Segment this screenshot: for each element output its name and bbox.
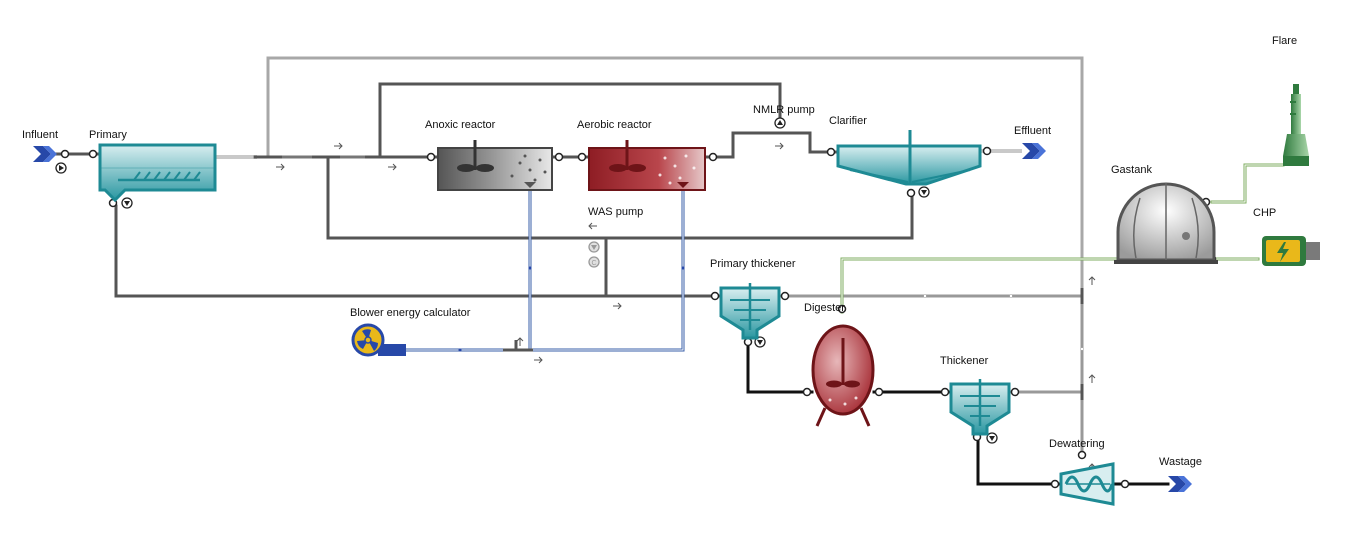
gas-line-digester[interactable] xyxy=(840,257,1122,314)
gas-line-digester-inner xyxy=(841,258,1121,313)
chp-generator-icon[interactable] xyxy=(1262,236,1320,266)
air-line-markers xyxy=(458,266,685,352)
air-line-aerobic-inner xyxy=(394,187,684,351)
pipe-thickener-dewatering[interactable] xyxy=(976,438,1062,486)
clarifier-label: Clarifier xyxy=(829,115,867,127)
pump-icon-group[interactable]: C xyxy=(55,117,998,444)
dewatering-label: Dewatering xyxy=(1049,438,1105,450)
blower-energy-calculator-label: Blower energy calculator xyxy=(350,307,471,319)
tee-junctions xyxy=(254,155,1084,400)
nmlr-pump-label: NMLR pump xyxy=(753,104,815,116)
anoxic-reactor-label: Anoxic reactor xyxy=(425,119,496,131)
pipe-supernatant-recycle[interactable] xyxy=(266,56,1084,298)
thickener-unit[interactable] xyxy=(949,379,1011,436)
thickener-label: Thickener xyxy=(940,355,989,367)
influent-label: Influent xyxy=(22,129,59,141)
pipe-nmlr-recycle[interactable] xyxy=(378,82,782,159)
gas-line-flare-inner xyxy=(1211,164,1284,203)
digester-unit[interactable] xyxy=(811,324,875,427)
primary-thickener-unit[interactable] xyxy=(719,283,781,340)
blower-icon[interactable] xyxy=(351,323,406,357)
effluent-label: Effluent xyxy=(1014,125,1052,137)
was-pump-label: WAS pump xyxy=(588,206,644,218)
digester-label: Digester xyxy=(804,302,845,314)
aerobic-reactor-label: Aerobic reactor xyxy=(577,119,652,131)
flow-direction-arrows xyxy=(276,142,1096,472)
anoxic-reactor-unit[interactable] xyxy=(437,140,553,191)
aerobic-reactor-unit[interactable] xyxy=(588,140,706,191)
pipe-aerobic-clarifier[interactable] xyxy=(704,131,839,159)
gastank-icon[interactable] xyxy=(1114,182,1218,264)
clarifier-unit[interactable] xyxy=(836,130,982,186)
primary-clarifier-unit[interactable] xyxy=(98,143,217,203)
effluent-arrow-icon[interactable] xyxy=(1022,143,1046,159)
influent-arrow-icon[interactable] xyxy=(33,146,57,162)
svg-text:C: C xyxy=(591,260,596,267)
dewatering-unit[interactable] xyxy=(1059,462,1115,506)
port-connectors[interactable] xyxy=(60,146,1217,489)
pipe-markers xyxy=(923,294,1084,351)
flare-label: Flare xyxy=(1272,35,1298,47)
flare-stack-icon[interactable] xyxy=(1283,84,1309,166)
primary-label: Primary xyxy=(89,129,127,141)
gas-line-flare[interactable] xyxy=(1210,163,1285,204)
primary-thickener-label: Primary thickener xyxy=(710,258,796,270)
gastank-label: Gastank xyxy=(1111,164,1152,176)
pipe-primary-sludge[interactable] xyxy=(114,204,608,298)
wastage-label: Wastage xyxy=(1159,456,1203,468)
wastage-arrow-icon[interactable] xyxy=(1168,476,1192,492)
chp-label: CHP xyxy=(1253,207,1277,219)
pipe-thickened-sludge[interactable] xyxy=(746,343,814,394)
